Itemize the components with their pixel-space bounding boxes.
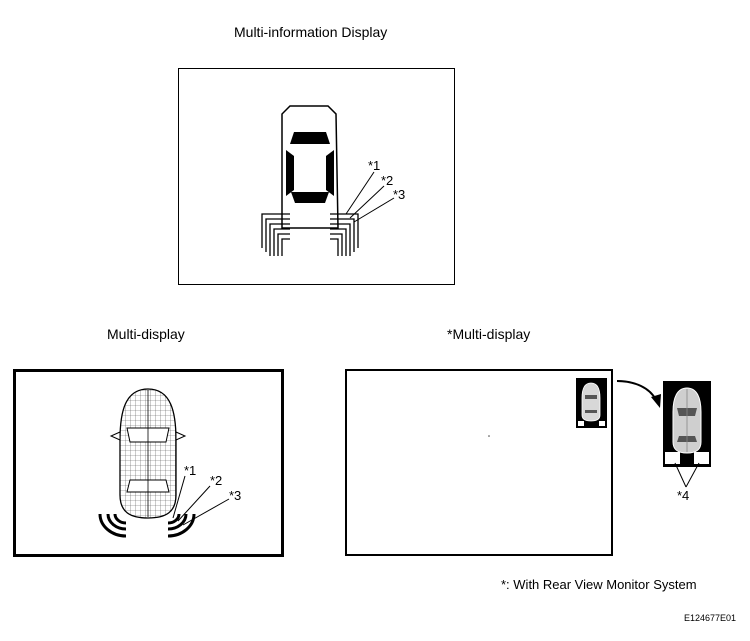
- mid-sensor-rear-left: [261, 213, 290, 256]
- rv-center-dot: [488, 435, 490, 437]
- multi-display-leader-lines: [172, 475, 230, 526]
- mid-callout-2: *2: [381, 173, 393, 188]
- multi-display-callout-3: *3: [229, 488, 241, 503]
- rv-multi-display-panel: [345, 369, 613, 556]
- rv-inset-car-display: [576, 378, 607, 428]
- multi-display-callout-1: *1: [184, 463, 196, 478]
- mid-title: Multi-information Display: [234, 24, 388, 40]
- rv-leader-lines: [674, 462, 700, 488]
- rv-callout-4: *4: [677, 488, 689, 503]
- rv-enlarged-car-display: [663, 381, 711, 467]
- mid-sensor-rear-right: [330, 213, 359, 256]
- mid-leader-lines: [345, 171, 395, 223]
- rv-multi-display-title: *Multi-display: [447, 326, 531, 342]
- rv-enlarge-arrow: [616, 380, 661, 408]
- multi-display-callout-2: *2: [210, 473, 222, 488]
- multi-display-title: Multi-display: [107, 326, 185, 342]
- multi-display-sensor-rear-left: [98, 513, 127, 538]
- footnote: *: With Rear View Monitor System: [501, 577, 697, 592]
- mid-callout-3: *3: [393, 187, 405, 202]
- multi-display-sensor-rear-right: [167, 513, 196, 538]
- mid-callout-1: *1: [368, 158, 380, 173]
- mid-car-icon: [281, 105, 339, 229]
- figure-id: E124677E01: [684, 613, 737, 623]
- multi-display-car-icon: [109, 388, 187, 519]
